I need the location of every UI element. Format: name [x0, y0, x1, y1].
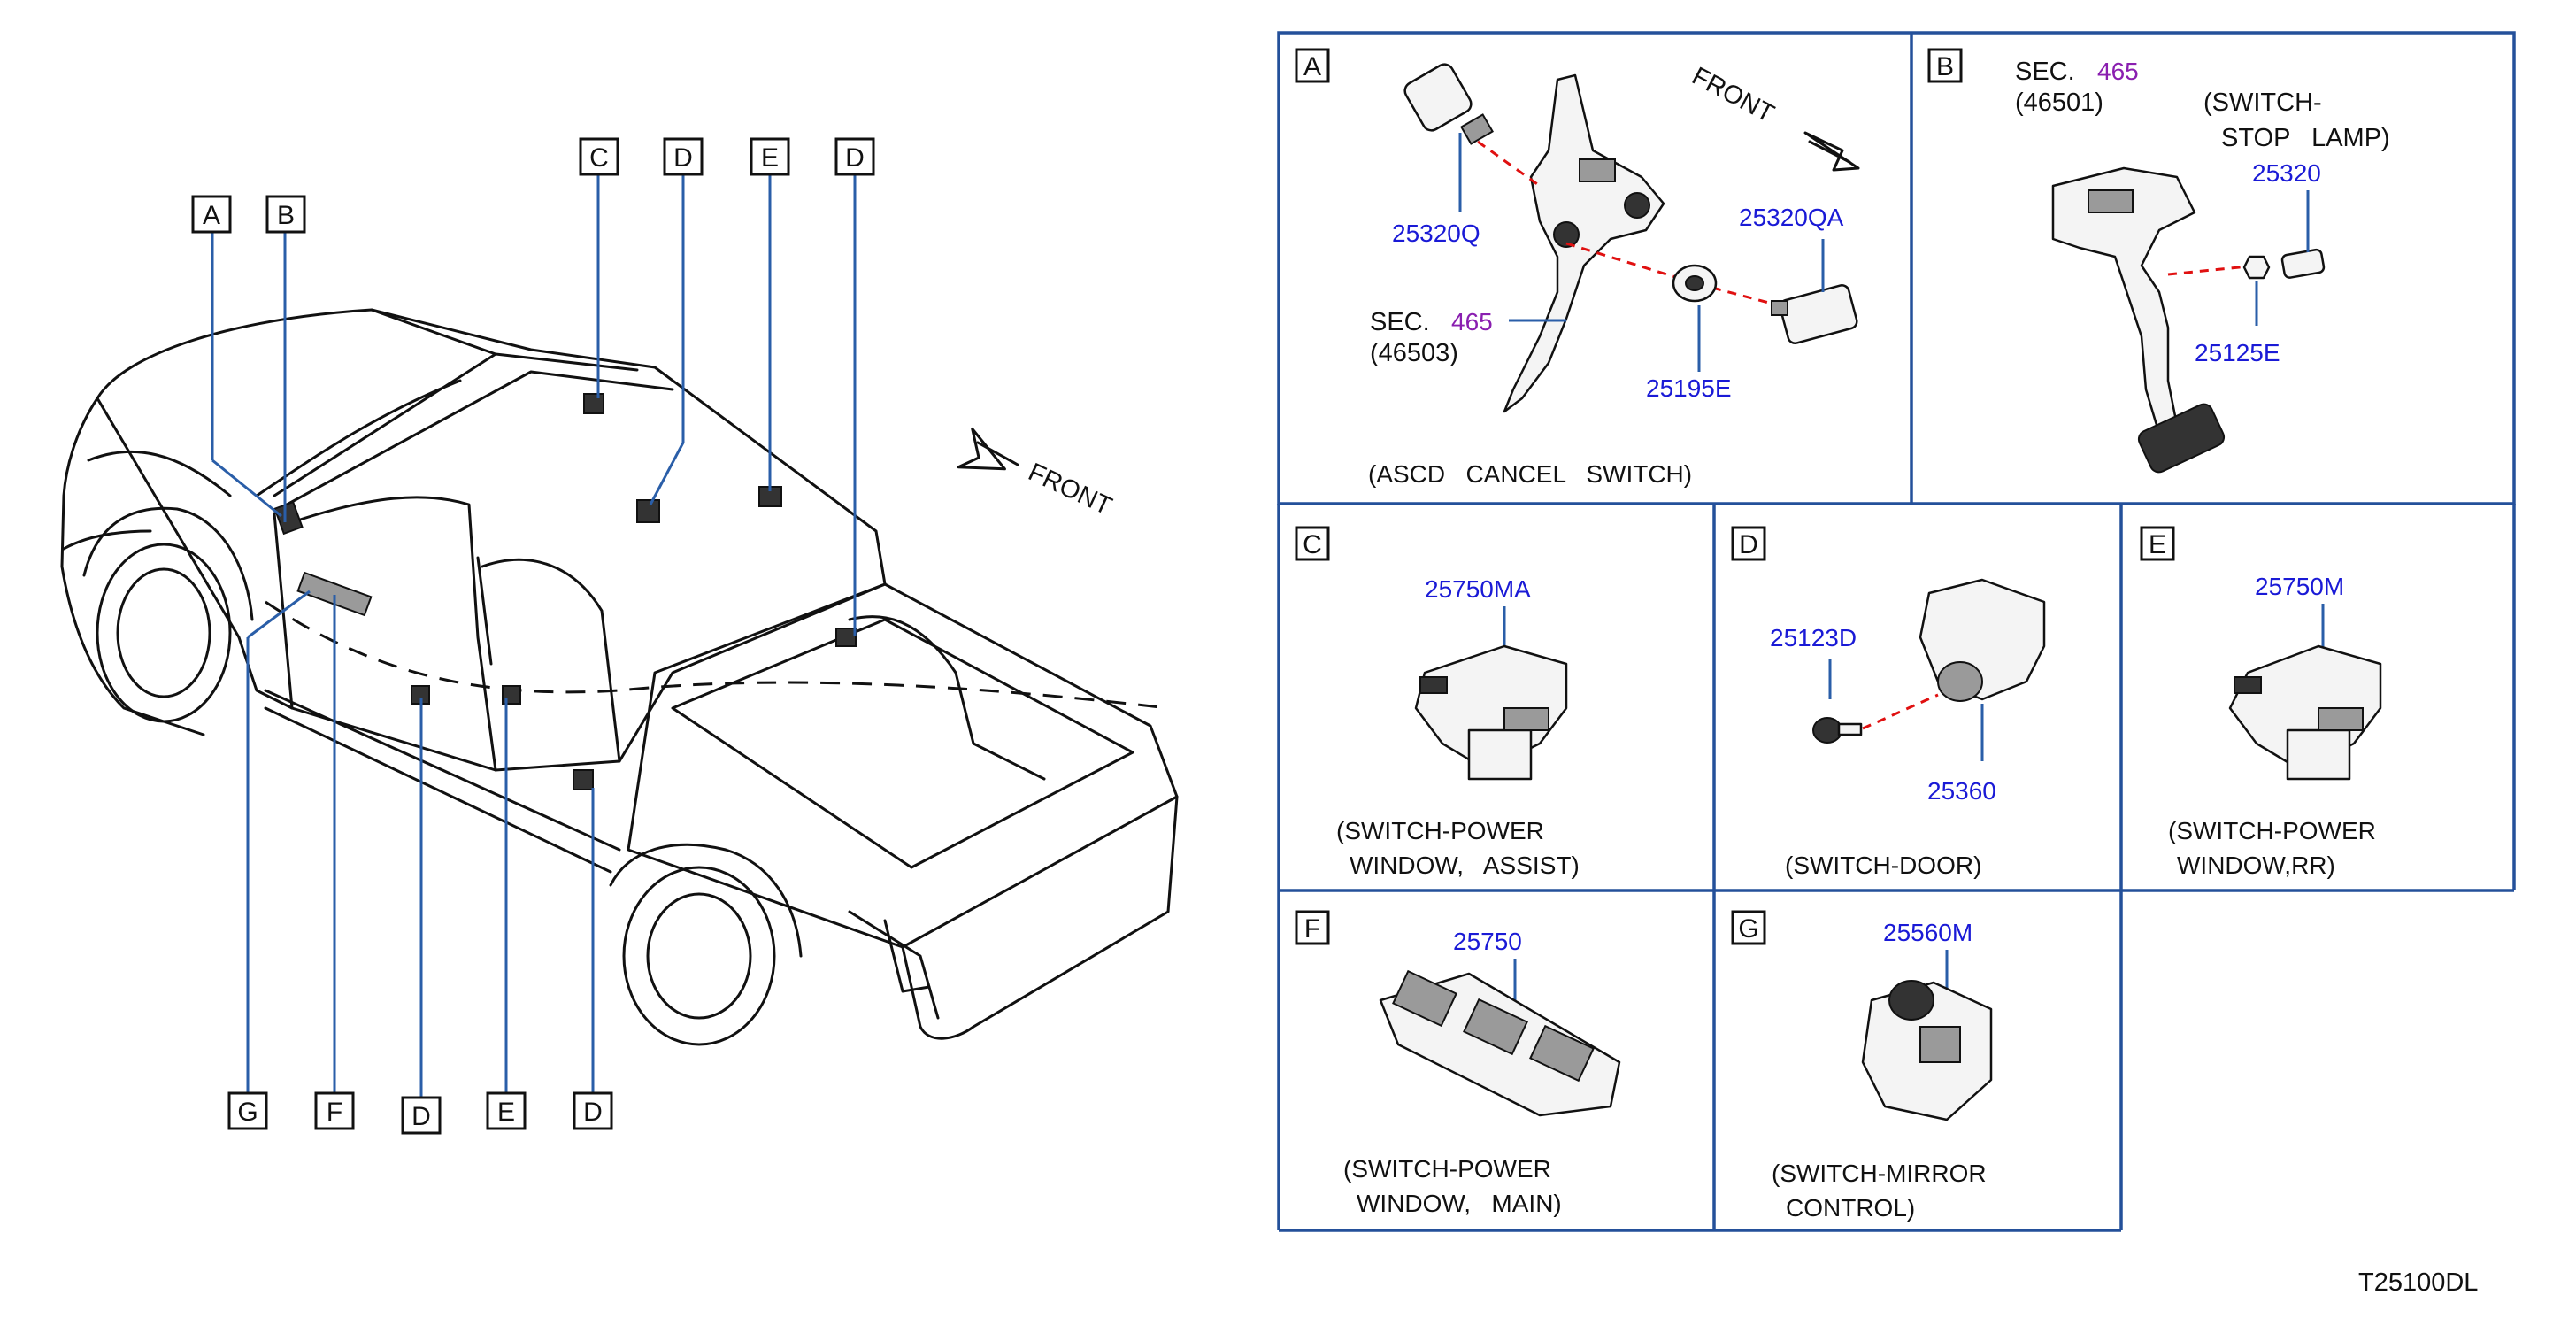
callout-D-vehicle-top2: D — [834, 137, 875, 176]
part-number-25125e: 25125E — [2195, 339, 2280, 366]
panel-a-front-label: FRONT — [1688, 62, 1779, 128]
stop-lamp-pedal-icon — [2051, 166, 2226, 474]
panel-b-letter: B — [1927, 48, 1963, 83]
mirror-control-switch-icon — [1861, 980, 1993, 1121]
panel-b-caption-line1: (SWITCH- — [2203, 89, 2322, 117]
panel-e-caption-line1: (SWITCH-POWER — [2168, 817, 2376, 844]
callout-D-vehicle-bottom2: D — [573, 1091, 613, 1130]
panel-e-letter: E — [2140, 526, 2175, 561]
panel-f-letter: F — [1295, 910, 1330, 945]
panel-b: B SEC. 465 (46501) (SWITCH- STOP LAMP) 2… — [1927, 48, 2390, 474]
panel-grid — [1277, 31, 2516, 1232]
drawing-id: T25100DL — [2358, 1268, 2478, 1297]
panel-g-caption-line2: CONTROL) — [1786, 1194, 1915, 1222]
svg-text:E: E — [2149, 530, 2166, 559]
vehicle-illustration — [60, 308, 1179, 1046]
rr-window-switch-icon — [2228, 644, 2382, 781]
svg-text:A: A — [1303, 52, 1321, 81]
bolt-25123d-icon — [1812, 717, 1863, 744]
vehicle-leaders — [211, 173, 857, 1098]
callout-B-vehicle: B — [265, 195, 306, 234]
callout-G-vehicle: G — [227, 1091, 268, 1130]
part-number-25560m: 25560M — [1883, 919, 1972, 946]
svg-text:E: E — [497, 1098, 515, 1127]
part-number-25320q: 25320Q — [1392, 220, 1480, 247]
grommet-25195e-icon — [1672, 264, 1718, 303]
svg-text:C: C — [1303, 530, 1322, 559]
panel-b-sec-sub: (46501) — [2015, 89, 2103, 117]
svg-text:C: C — [589, 143, 609, 173]
brake-pedal-bracket-icon — [1503, 73, 1665, 413]
panel-c-caption-line2: WINDOW, ASSIST) — [1350, 852, 1580, 879]
svg-text:G: G — [1738, 914, 1758, 944]
panel-c-caption-line1: (SWITCH-POWER — [1336, 817, 1544, 844]
svg-text:E: E — [761, 143, 779, 173]
svg-text:F: F — [327, 1098, 342, 1127]
callout-C-vehicle: C — [579, 137, 619, 176]
panel-g-caption-line1: (SWITCH-MIRROR — [1772, 1160, 1987, 1187]
panel-d: D 25123D 25360 (SWITCH-DOOR) — [1731, 526, 2046, 879]
panel-b-sec-number: 465 — [2097, 58, 2139, 85]
panel-f: F 25750 (SWITCH-POWER WINDOW, MAIN) — [1295, 910, 1621, 1217]
svg-text:B: B — [277, 201, 295, 230]
svg-text:A: A — [203, 201, 220, 230]
svg-text:G: G — [237, 1098, 258, 1127]
panel-g-letter: G — [1731, 910, 1766, 945]
part-number-25750m: 25750M — [2255, 573, 2344, 600]
vehicle-front-arrow: FRONT — [957, 427, 1116, 521]
switch-25320qa-icon — [1771, 284, 1858, 344]
panel-c-letter: C — [1295, 526, 1330, 561]
panel-b-caption-line2: STOP LAMP) — [2221, 124, 2390, 152]
panel-a-letter: A — [1295, 48, 1330, 83]
part-number-25320qa: 25320QA — [1739, 204, 1844, 231]
vehicle-front-label: FRONT — [1024, 458, 1116, 520]
part-number-25750: 25750 — [1453, 928, 1522, 955]
callout-F-vehicle: F — [314, 1091, 355, 1130]
callout-A-vehicle: A — [191, 195, 232, 234]
callout-E-vehicle-top: E — [750, 137, 790, 176]
svg-text:F: F — [1304, 914, 1320, 944]
nut-25125e-icon — [2242, 255, 2271, 280]
panel-f-caption-line1: (SWITCH-POWER — [1343, 1155, 1551, 1183]
panel-a-front-arrow — [1803, 131, 1860, 172]
assist-window-switch-icon — [1414, 644, 1568, 781]
svg-text:B: B — [1936, 52, 1954, 81]
panel-d-caption: (SWITCH-DOOR) — [1785, 852, 1981, 879]
panel-a-sec-number: 465 — [1451, 308, 1493, 335]
svg-text:D: D — [845, 143, 865, 173]
panel-e-caption-line2: WINDOW,RR) — [2177, 852, 2335, 879]
part-number-25320: 25320 — [2252, 159, 2321, 187]
door-switch-25360-icon — [1919, 578, 2046, 702]
switch-25320-icon — [2280, 248, 2326, 279]
panel-e: E 25750M (SWITCH-POWER WINDOW,RR) — [2140, 526, 2382, 879]
part-number-25360: 25360 — [1927, 777, 1996, 805]
panel-d-letter: D — [1731, 526, 1766, 561]
panel-c: C 25750MA (SWITCH-POWER WINDOW, ASSIST) — [1295, 526, 1580, 879]
panel-a-sec-label: SEC. — [1370, 308, 1430, 336]
panel-b-sec-label: SEC. — [2015, 58, 2075, 86]
callout-D-vehicle-bottom1: D — [401, 1096, 442, 1135]
part-number-25195e: 25195E — [1646, 374, 1732, 402]
callout-E-vehicle-bottom: E — [486, 1091, 527, 1130]
main-window-switch-icon — [1379, 969, 1621, 1117]
panel-g: G 25560M (SWITCH-MIRROR CONTROL) — [1731, 910, 1993, 1222]
svg-text:D: D — [411, 1102, 431, 1131]
panel-f-caption-line2: WINDOW, MAIN) — [1357, 1190, 1562, 1217]
part-number-25750ma: 25750MA — [1425, 575, 1531, 603]
part-number-25123d: 25123D — [1770, 624, 1857, 651]
callout-D-vehicle-top1: D — [663, 137, 704, 176]
svg-text:D: D — [673, 143, 693, 173]
panel-a-sec-sub: (46503) — [1370, 339, 1458, 367]
switch-25320q-icon — [1403, 63, 1494, 145]
svg-text:D: D — [1739, 530, 1758, 559]
panel-a: A FRONT — [1295, 48, 1860, 488]
panel-a-caption: (ASCD CANCEL SWITCH) — [1368, 460, 1692, 488]
svg-text:D: D — [583, 1098, 603, 1127]
